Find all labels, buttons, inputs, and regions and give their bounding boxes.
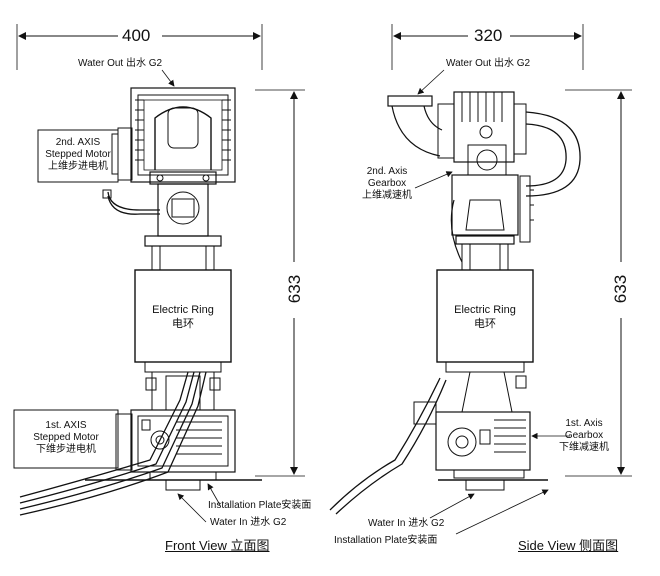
side-electric-ring-label: Electric Ring 电环 — [437, 303, 533, 331]
front-view-title: Front View 立面图 — [165, 538, 270, 553]
side-water-out-label: Water Out 出水 G2 — [446, 58, 531, 69]
side-ring-line2: 电环 — [474, 318, 496, 330]
side-height-dimension: 633 — [611, 274, 630, 304]
side-axis2-line1: 2nd. Axis — [366, 166, 408, 177]
side-axis1-line1: 1st. Axis — [565, 418, 603, 429]
side-axis2-line3: 上维减速机 — [362, 190, 412, 201]
front-ring-line1: Electric Ring — [152, 304, 214, 316]
front-axis2-motor-label: 2nd. AXIS Stepped Motor 上维步进电机 — [38, 137, 118, 173]
side-width-dimension: 320 — [474, 26, 503, 45]
front-axis1-line1: 1st. AXIS — [45, 420, 87, 431]
front-view-drawing — [13, 24, 305, 523]
front-ring-line2: 电环 — [172, 318, 194, 330]
side-axis1-line2: Gearbox — [564, 430, 604, 441]
side-axis2-gearbox-label: 2nd. Axis Gearbox 上维减速机 — [355, 166, 419, 202]
front-water-in-label: Water In 进水 G2 — [210, 517, 287, 528]
front-axis1-motor-label: 1st. AXIS Stepped Motor 下维步进电机 — [14, 420, 118, 456]
side-installation-plate-label: Installation Plate安装面 — [334, 535, 438, 546]
side-view-drawing — [329, 24, 632, 535]
front-axis2-line1: 2nd. AXIS — [55, 137, 101, 148]
side-axis2-line2: Gearbox — [367, 178, 407, 189]
side-view-title: Side View 侧面图 — [518, 538, 619, 553]
side-axis1-line3: 下维减速机 — [559, 442, 609, 453]
front-axis1-line3: 下维步进电机 — [36, 444, 96, 455]
front-axis2-line3: 上维步进电机 — [48, 161, 108, 172]
front-electric-ring-label: Electric Ring 电环 — [135, 303, 231, 331]
front-axis1-line2: Stepped Motor — [33, 432, 99, 443]
front-installation-plate-label: Installation Plate安装面 — [208, 500, 312, 511]
side-axis1-gearbox-label: 1st. Axis Gearbox 下维减速机 — [552, 418, 616, 454]
side-water-in-label: Water In 进水 G2 — [368, 518, 445, 529]
side-ring-line1: Electric Ring — [454, 304, 516, 316]
front-width-dimension: 400 — [122, 26, 151, 45]
front-height-dimension: 633 — [285, 274, 304, 304]
front-water-out-label: Water Out 出水 G2 — [78, 58, 163, 69]
front-axis2-line2: Stepped Motor — [45, 149, 111, 160]
